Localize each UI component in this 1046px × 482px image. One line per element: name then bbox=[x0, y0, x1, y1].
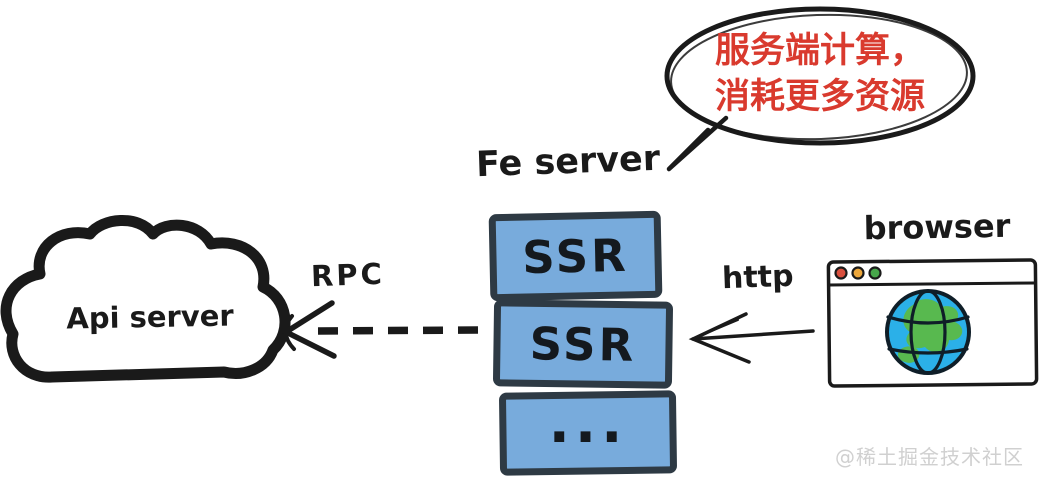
rpc-label: RPC bbox=[310, 256, 386, 294]
ellipsis-box bbox=[499, 390, 677, 476]
speech-bubble-sketch-line bbox=[670, 13, 968, 141]
http-arrowhead-sketch bbox=[694, 319, 739, 339]
http-arrow-shaft bbox=[691, 329, 815, 341]
browser-dot-green-icon bbox=[868, 266, 882, 280]
browser-label: browser bbox=[863, 206, 1011, 248]
ellipsis-box-label: ... bbox=[548, 391, 628, 456]
globe-icon bbox=[885, 289, 971, 375]
ssr-box-2 bbox=[493, 299, 673, 389]
browser-titlebar-divider bbox=[828, 281, 1036, 287]
speech-bubble-tail bbox=[666, 115, 729, 172]
http-arrowhead-icon bbox=[688, 312, 751, 364]
rpc-dashed-line bbox=[311, 326, 479, 335]
bubble-line-2: 消耗更多资源 bbox=[714, 77, 925, 117]
fe-server-label: Fe server bbox=[475, 138, 661, 186]
speech-bubble-text: 服务端计算， 消耗更多资源 bbox=[667, 28, 973, 120]
rpc-arrowhead-curl bbox=[283, 314, 296, 351]
http-label: http bbox=[721, 258, 795, 297]
ssr-box-1-label: SSR bbox=[521, 228, 630, 284]
ssr-box-2-label: SSR bbox=[529, 316, 637, 372]
browser-dot-red-icon bbox=[834, 266, 848, 280]
watermark: @稀土掘金技术社区 bbox=[835, 445, 1024, 469]
speech-bubble bbox=[664, 6, 976, 146]
api-server-label: Api server bbox=[66, 298, 234, 336]
browser-dot-yellow-icon bbox=[851, 266, 865, 280]
ssr-box-1 bbox=[488, 210, 663, 302]
bubble-line-1: 服务端计算， bbox=[714, 31, 925, 71]
